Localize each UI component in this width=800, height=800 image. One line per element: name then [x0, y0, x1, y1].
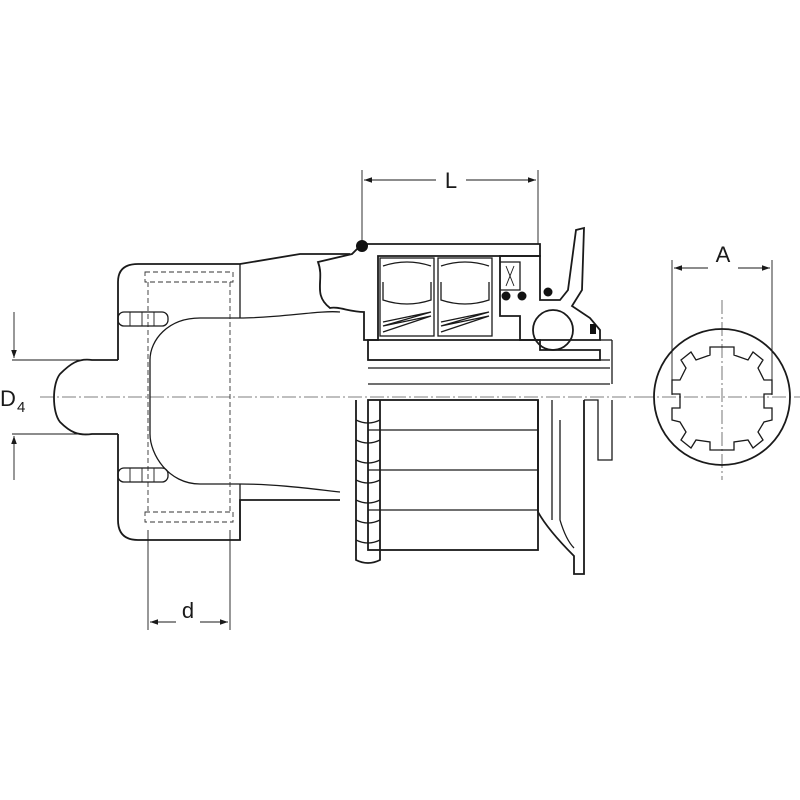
- label-L: L: [445, 168, 457, 193]
- dimension-D4: D 4: [0, 312, 118, 480]
- hub-lower-body: [355, 399, 613, 575]
- label-D4-subscript: 4: [17, 399, 25, 416]
- label-D4: D: [0, 386, 16, 411]
- dimension-A: A: [671, 242, 773, 395]
- dimension-d: d: [147, 530, 231, 630]
- dimension-L: L: [361, 168, 539, 244]
- hub-section: [316, 226, 613, 385]
- label-d: d: [182, 598, 194, 623]
- spline-ring: [653, 328, 791, 466]
- yoke-body: [53, 253, 350, 541]
- label-A: A: [716, 242, 731, 267]
